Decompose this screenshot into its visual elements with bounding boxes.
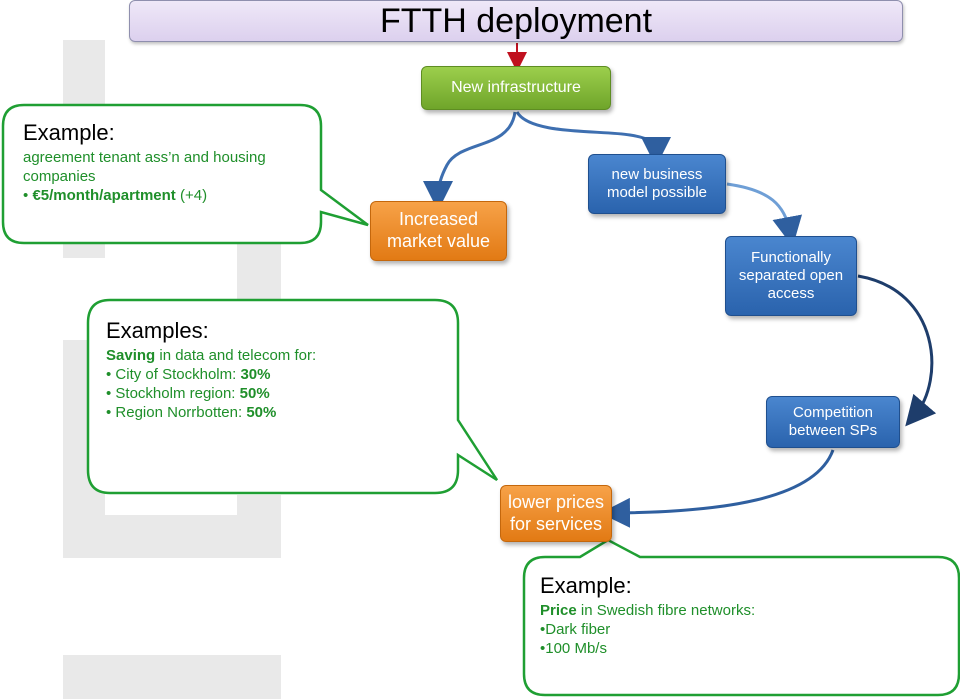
callout-1-bullet: • (23, 187, 29, 204)
node-competition-label: Competition between SPs (788, 404, 878, 439)
callout-2-item-label: • Stockholm region: (106, 385, 236, 402)
callout-2-item-label: • Region Norrbotten: (106, 404, 243, 421)
node-increased-market-value-label: Increased market value (386, 209, 491, 251)
background-panel-5 (63, 515, 281, 558)
node-increased-market-value: Increased market value (370, 201, 507, 261)
callout-2-item: • City of Stockholm: 30% (106, 365, 446, 384)
callout-bubble-example-2 (86, 298, 499, 495)
callout-3-heading: Example: (540, 573, 632, 598)
callout-bubble-example-3 (522, 538, 960, 697)
callout-1-text: agreement tenant ass’n and housing compa… (23, 149, 266, 185)
callout-3-item: •100 Mb/s (540, 640, 607, 657)
callout-2-item-value: 50% (239, 385, 270, 402)
arrow-competition-to-lower-prices (600, 449, 835, 528)
page-title: FTTH deployment (129, 0, 903, 42)
callout-2-item: • Stockholm region: 50% (106, 384, 446, 403)
callout-2-item-value: 30% (240, 366, 271, 383)
callout-3-item: •Dark fiber (540, 621, 611, 638)
node-new-infrastructure: New infrastructure (421, 66, 611, 110)
callout-example-1: Example: agreement tenant ass’n and hous… (23, 120, 313, 205)
node-lower-prices: lower prices for services (500, 485, 612, 542)
callout-2-item-label: • City of Stockholm: (106, 366, 237, 383)
arrow-infrastructure-to-market-value (423, 111, 517, 211)
arrow-infrastructure-to-business-model (515, 111, 671, 167)
arrow-separated-to-competition (857, 274, 937, 427)
callout-2-saving-rest: in data and telecom for: (159, 347, 317, 364)
node-competition: Competition between SPs (766, 396, 900, 448)
node-new-infrastructure-label: New infrastructure (451, 79, 581, 97)
callout-2-item: • Region Norrbotten: 50% (106, 403, 446, 422)
callout-2-item-value: 50% (246, 404, 277, 421)
callout-bubble-example-1 (1, 103, 369, 245)
background-panel-6 (63, 655, 281, 699)
node-new-business-model: new business model possible (588, 154, 726, 214)
callout-2-saving-row: Saving in data and telecom for: (106, 346, 446, 365)
callout-3-price: Price (540, 602, 577, 619)
callout-1-heading: Example: (23, 120, 115, 145)
callout-1-price: €5/month/apartment (32, 187, 176, 204)
node-new-business-model-label: new business model possible (606, 166, 708, 201)
callout-3-price-rest: in Swedish fibre networks: (580, 602, 756, 619)
node-lower-prices-label: lower prices for services (507, 491, 605, 534)
callout-example-2: Examples: Saving in data and telecom for… (106, 318, 446, 422)
callout-1-price-extra: (+4) (179, 187, 208, 204)
callout-3-price-row: Price in Swedish fibre networks: (540, 601, 940, 620)
callout-example-3: Example: Price in Swedish fibre networks… (540, 573, 940, 658)
callout-2-saving: Saving (106, 347, 156, 364)
node-functionally-separated-label: Functionally separated open access (738, 249, 844, 302)
callout-2-heading: Examples: (106, 318, 209, 343)
callout-1-price-row: • €5/month/apartment (+4) (23, 186, 313, 205)
node-functionally-separated: Functionally separated open access (725, 236, 857, 316)
arrow-business-model-to-separated (726, 182, 803, 247)
